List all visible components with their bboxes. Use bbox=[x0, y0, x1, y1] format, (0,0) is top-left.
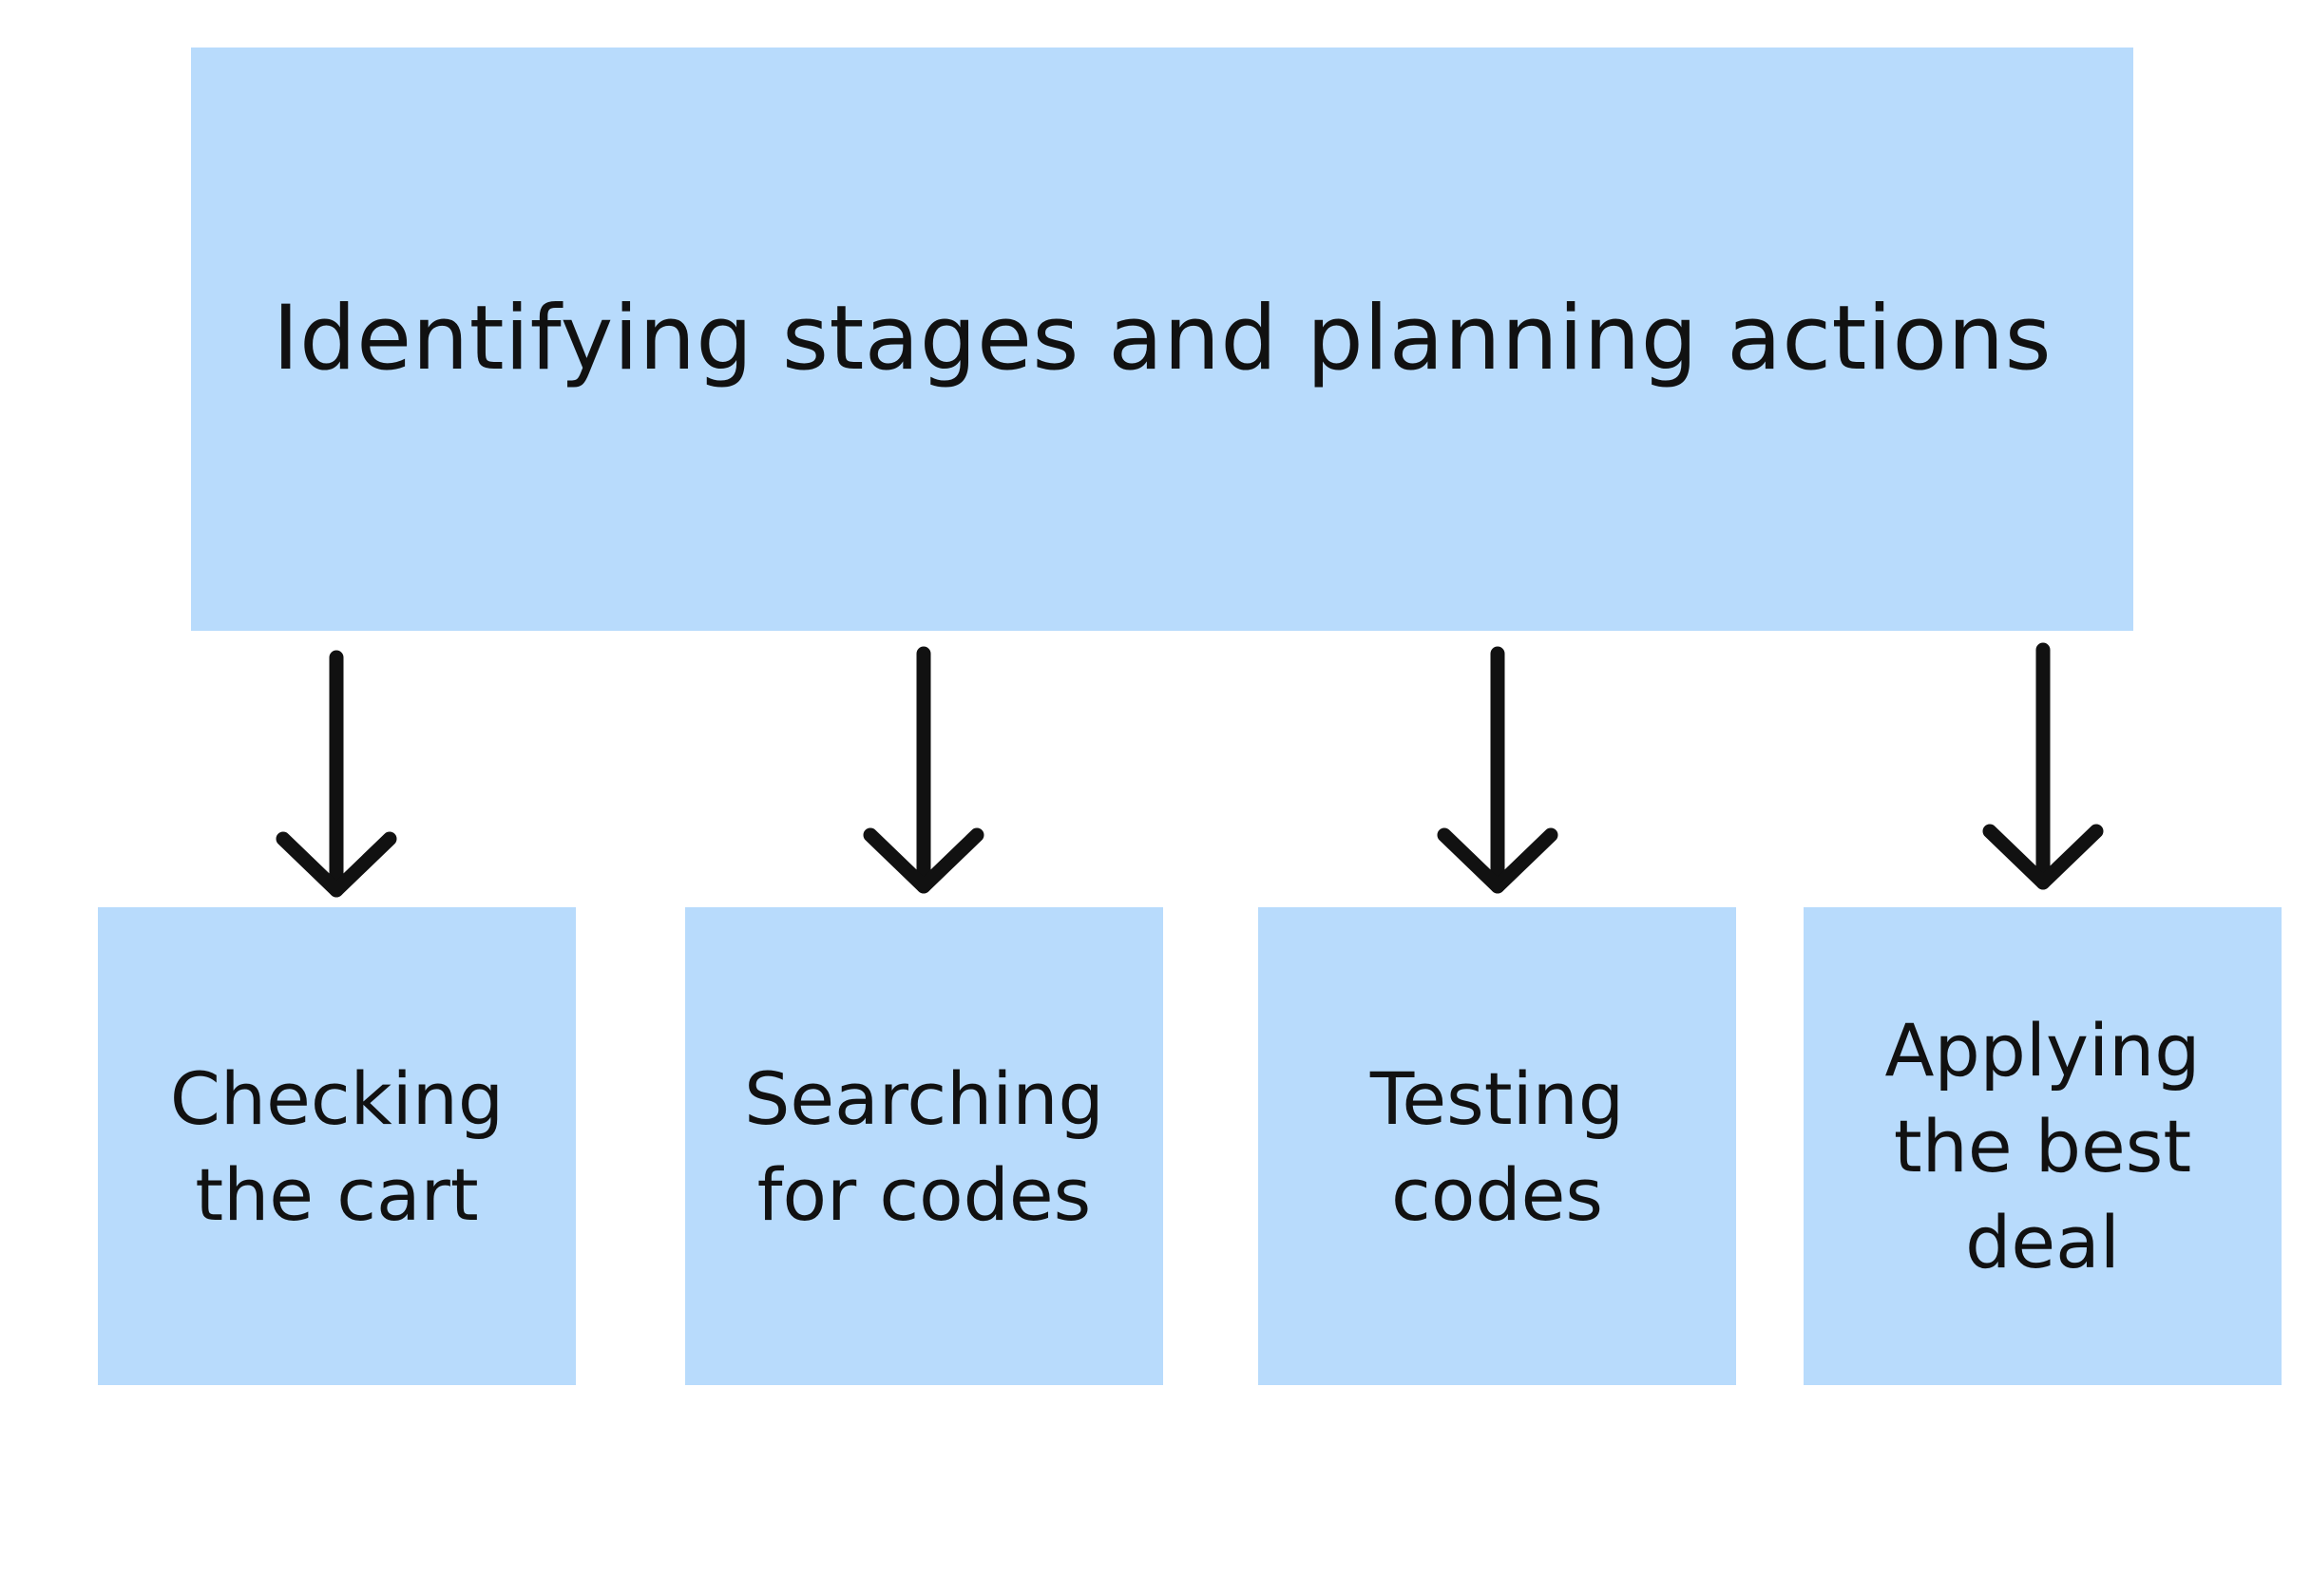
step-label-testing-codes: Testing codes bbox=[1369, 1055, 1625, 1237]
step-box-checking-the-cart: Checking the cart bbox=[98, 907, 576, 1385]
step-label-applying-the-best-deal: Applying the best deal bbox=[1884, 1008, 2201, 1284]
step-box-applying-the-best-deal: Applying the best deal bbox=[1804, 907, 2282, 1385]
step-label-checking-the-cart: Checking the cart bbox=[169, 1055, 505, 1237]
step-box-testing-codes: Testing codes bbox=[1258, 907, 1736, 1385]
step-label-searching-for-codes: Searching for codes bbox=[744, 1055, 1104, 1237]
arrow-to-testing-codes bbox=[1437, 646, 1558, 894]
arrow-to-searching-for-codes bbox=[863, 646, 984, 894]
stage-planning-label: Identifying stages and planning actions bbox=[272, 287, 2053, 391]
arrow-to-applying-the-best-deal bbox=[1982, 642, 2104, 890]
stage-planning-box: Identifying stages and planning actions bbox=[191, 48, 2133, 631]
step-box-searching-for-codes: Searching for codes bbox=[685, 907, 1163, 1385]
arrow-to-checking-the-cart bbox=[276, 650, 397, 898]
